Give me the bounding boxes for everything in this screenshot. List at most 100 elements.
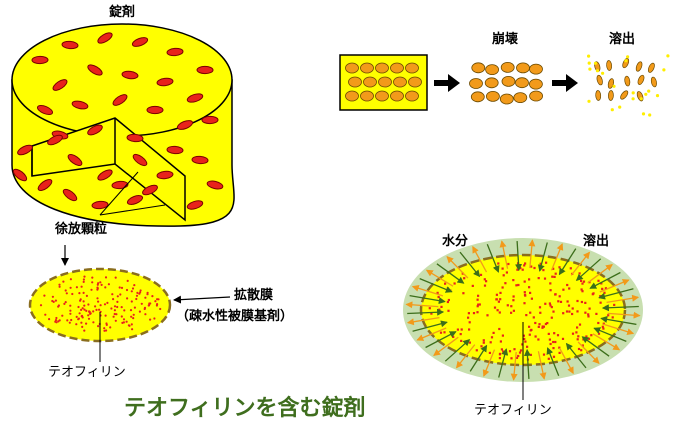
theophylline-dot (460, 339, 463, 342)
theophylline-dot (125, 320, 128, 323)
theophylline-dot (541, 325, 544, 328)
right-arrow-icon (434, 74, 460, 92)
granule-oval (52, 79, 68, 91)
theophylline-dot (478, 303, 481, 306)
theophylline-dot (538, 306, 542, 309)
pellet (529, 78, 543, 90)
theophylline-dot (112, 315, 115, 318)
pellet (375, 62, 389, 74)
theophylline-dot (600, 282, 603, 285)
granule-oval (62, 188, 78, 202)
pellet (393, 76, 407, 88)
granule-oval (206, 180, 224, 190)
dissolving-pellet (620, 90, 629, 100)
theophylline-dot (96, 287, 99, 290)
theophylline-dot (601, 325, 604, 328)
theophylline-dot (500, 348, 503, 351)
granule-oval (31, 55, 49, 65)
theophylline-dot (82, 280, 85, 283)
pellet (348, 76, 362, 88)
theophylline-dot (452, 335, 455, 338)
theophylline-dot (542, 269, 545, 272)
dissolved-dot (648, 113, 652, 117)
theophylline-dot (477, 303, 480, 306)
dissolving-pellet (596, 74, 603, 86)
pellet (513, 92, 528, 103)
theophylline-dot (92, 321, 95, 324)
water-arrow (407, 308, 445, 316)
theophylline-dot (476, 311, 479, 314)
theophylline-dot (55, 321, 58, 324)
theophylline-dot (480, 345, 483, 348)
theophylline-dot (79, 299, 82, 302)
granule-oval (97, 169, 113, 181)
theophylline-dot (584, 311, 587, 314)
theophylline-dot (114, 319, 117, 322)
granule-cross-section (28, 267, 172, 343)
theophylline-dot (534, 335, 537, 338)
water-label: 水分 (442, 234, 469, 249)
theophylline-dot (537, 277, 540, 280)
theophylline-dot (493, 306, 497, 309)
theophylline-dot (558, 266, 561, 269)
granule-oval (132, 153, 148, 167)
theophylline-dot (131, 328, 134, 331)
dissolved-dot (587, 54, 591, 58)
dissolved-dot (631, 91, 635, 95)
theophylline-dot (99, 281, 102, 284)
theophylline-dot (467, 312, 470, 315)
theophylline-dot (87, 314, 90, 317)
pellet (499, 93, 514, 105)
granule-oval (186, 93, 204, 103)
theophylline-dot (541, 326, 544, 329)
pellet (390, 62, 404, 74)
dissolving-pellet (606, 60, 612, 71)
theophylline-dot (505, 271, 508, 274)
theophylline-dot (597, 279, 600, 282)
theophylline-dot (523, 337, 526, 341)
granule-oval (112, 94, 128, 106)
theophylline-dot (48, 318, 51, 321)
water-arrow (486, 244, 500, 273)
theophylline-dot (132, 317, 135, 320)
pellet (363, 76, 377, 88)
water-arrow (469, 344, 488, 372)
dissolved-dot (641, 112, 646, 116)
theophylline-dot (538, 323, 541, 326)
theophylline-dot (135, 294, 139, 297)
theophylline-dot (127, 324, 130, 327)
theophylline-dot (515, 356, 519, 359)
tablet-illustration (11, 23, 235, 227)
granule-oval (191, 155, 209, 165)
pellet (469, 78, 483, 89)
theophylline-dot (592, 292, 595, 295)
dissolution-arrow (570, 251, 591, 276)
dissolution-arrow (587, 264, 613, 284)
water-arrow (537, 242, 548, 272)
theophylline-dot (582, 280, 586, 283)
theophylline-dot (508, 350, 512, 353)
theophylline-dot (149, 302, 152, 305)
theophylline-dot (506, 304, 509, 307)
dissolving-pellet (650, 76, 657, 88)
theophylline-dot (576, 326, 579, 329)
theophylline-dot (468, 341, 471, 344)
theophylline-dot (587, 313, 590, 316)
granule-oval (67, 154, 83, 166)
theophylline-dot (607, 314, 610, 317)
theophylline-dot (595, 312, 598, 315)
theophylline-dot (118, 286, 121, 289)
theophylline-dot (603, 291, 606, 294)
pellet (516, 62, 530, 74)
dissolution-arrow (558, 347, 574, 375)
theophylline-dot (553, 332, 556, 335)
theophylline-dot (581, 282, 584, 285)
granule-oval (91, 200, 109, 210)
granule-oval (166, 47, 184, 57)
theophylline-dot (571, 312, 574, 316)
dissolved-dot (639, 97, 643, 101)
theophylline-dot (510, 311, 513, 314)
theophylline-dot (132, 313, 135, 316)
theophylline-dot (545, 261, 548, 264)
granule-oval (37, 178, 53, 192)
